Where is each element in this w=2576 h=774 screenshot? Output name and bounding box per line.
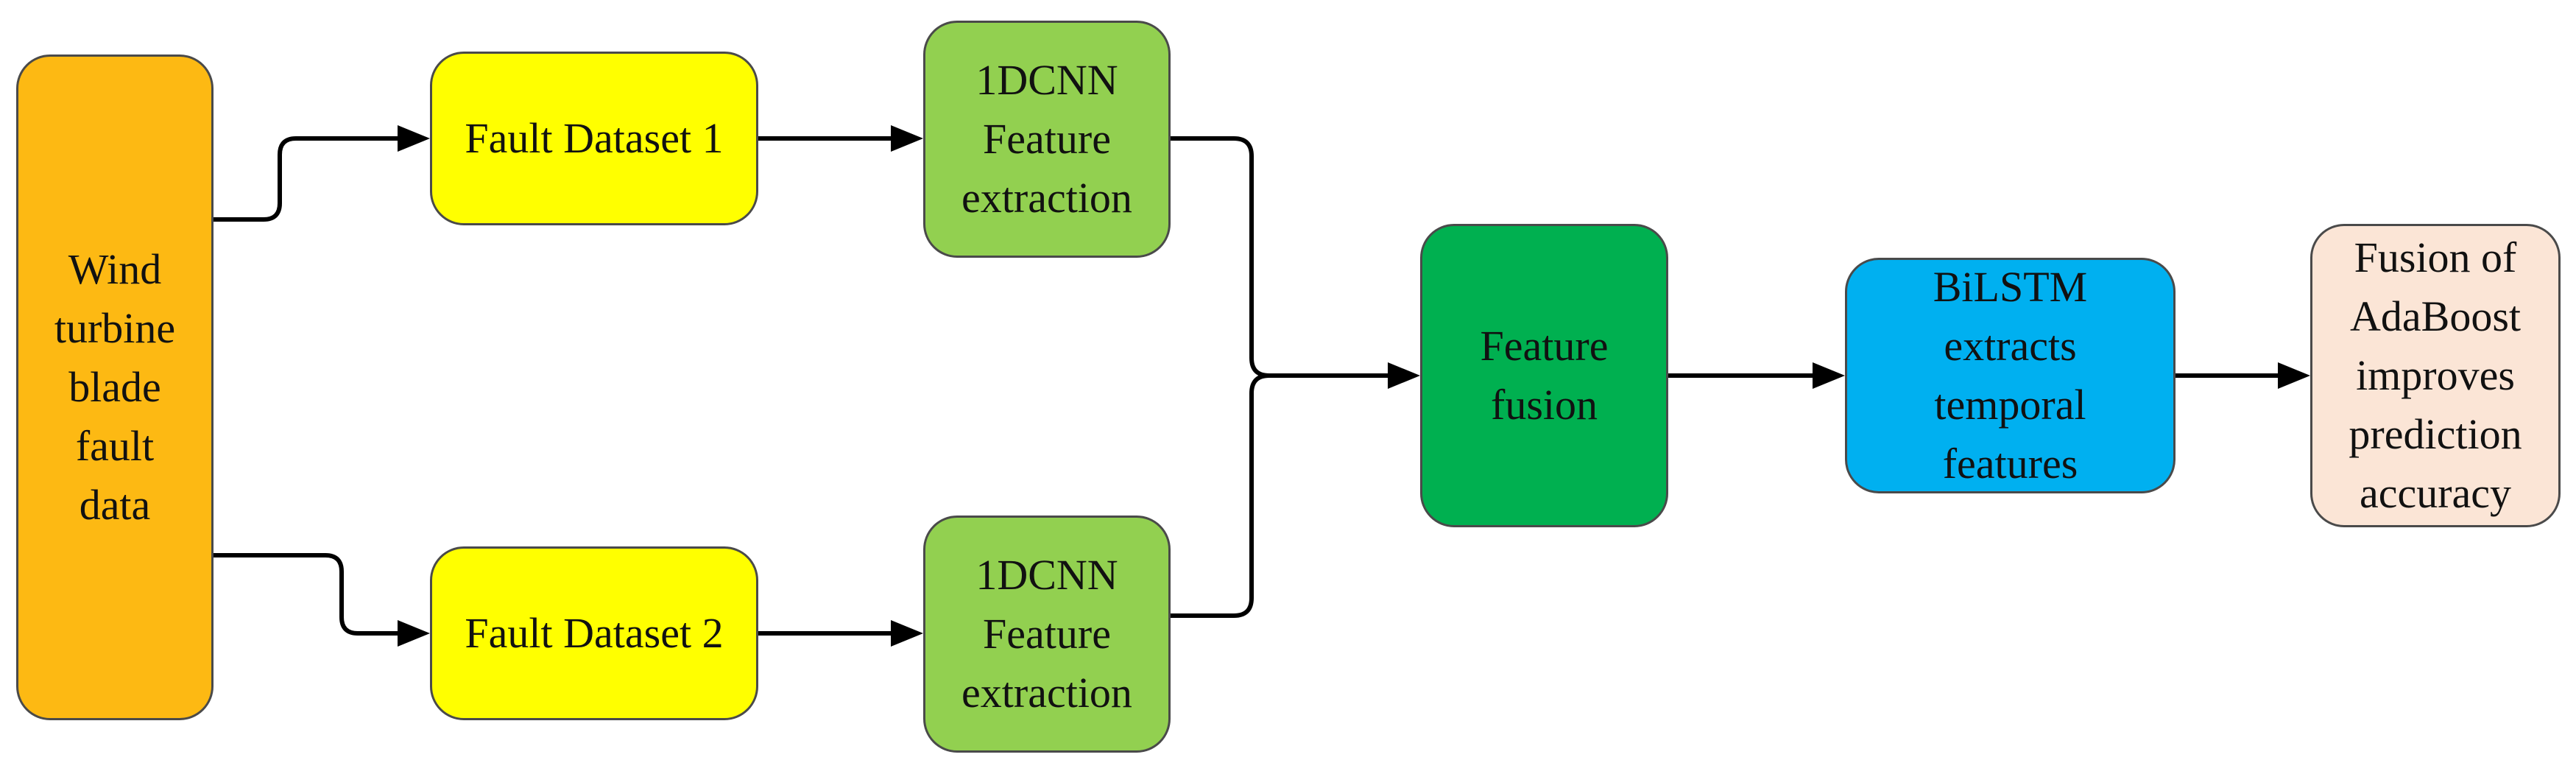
source-label-line-2: turbine: [54, 304, 176, 352]
cnn1-label-line-1: 1DCNN: [975, 56, 1118, 104]
fusion-label-line-2: fusion: [1491, 381, 1598, 429]
source-label-line-3: blade: [68, 363, 161, 411]
cnn1-label-line-2: Feature: [983, 115, 1111, 163]
adaboost-label-line-4: prediction: [2349, 410, 2522, 458]
bilstm-temporal-features-box: BiLSTM extracts temporal features: [1845, 258, 2176, 493]
bilstm-label-line-1: BiLSTM: [1933, 263, 2088, 311]
dataset1-label-line-1: Fault Dataset 1: [465, 114, 724, 162]
feature-fusion-box: Feature fusion: [1420, 224, 1668, 527]
arrowhead-fusion: [1388, 362, 1420, 389]
cnn2-label-line-3: extraction: [961, 669, 1132, 717]
wind-turbine-blade-fault-data-box: Wind turbine blade fault data: [16, 54, 214, 720]
fault-dataset-1-box: Fault Dataset 1: [430, 52, 758, 225]
cnn2-label-line-1: 1DCNN: [975, 551, 1118, 599]
arrow-source-to-dataset-2: [214, 553, 398, 636]
fusion-label-line-1: Feature: [1480, 322, 1609, 370]
arrowhead-cnn-1: [891, 125, 923, 152]
bilstm-label-line-3: temporal: [1934, 381, 2086, 429]
arrowhead-bilstm: [1813, 362, 1845, 389]
dataset2-label-line-1: Fault Dataset 2: [465, 609, 724, 657]
bilstm-label-line-2: extracts: [1944, 322, 2077, 370]
source-label-line-5: data: [79, 481, 151, 529]
cnn2-label-line-2: Feature: [983, 610, 1111, 658]
arrowhead-dataset-1: [398, 125, 430, 152]
arrowhead-dataset-2: [398, 620, 430, 647]
arrowhead-cnn-2: [891, 620, 923, 647]
arrow-cnn-2-to-fusion: [1171, 373, 1388, 618]
adaboost-prediction-accuracy-box: Fusion of AdaBoost improves prediction accur…: [2310, 224, 2561, 527]
arrow-source-to-dataset-1: [214, 136, 398, 222]
adaboost-label-line-3: improves: [2356, 351, 2515, 399]
source-label-line-1: Wind: [68, 245, 162, 293]
fault-dataset-2-box: Fault Dataset 2: [430, 546, 758, 720]
arrow-cnn-1-to-fusion: [1171, 136, 1388, 378]
source-label-line-4: fault: [75, 422, 155, 470]
1dcnn-feature-extraction-box-2: 1DCNN Feature extraction: [923, 516, 1171, 753]
bilstm-label-line-4: features: [1942, 440, 2078, 488]
arrowhead-adaboost: [2278, 362, 2310, 389]
1dcnn-feature-extraction-box-1: 1DCNN Feature extraction: [923, 21, 1171, 258]
adaboost-label-line-5: accuracy: [2359, 469, 2512, 517]
adaboost-label-line-2: AdaBoost: [2350, 292, 2521, 340]
cnn1-label-line-3: extraction: [961, 174, 1132, 222]
adaboost-label-line-1: Fusion of: [2354, 233, 2517, 281]
